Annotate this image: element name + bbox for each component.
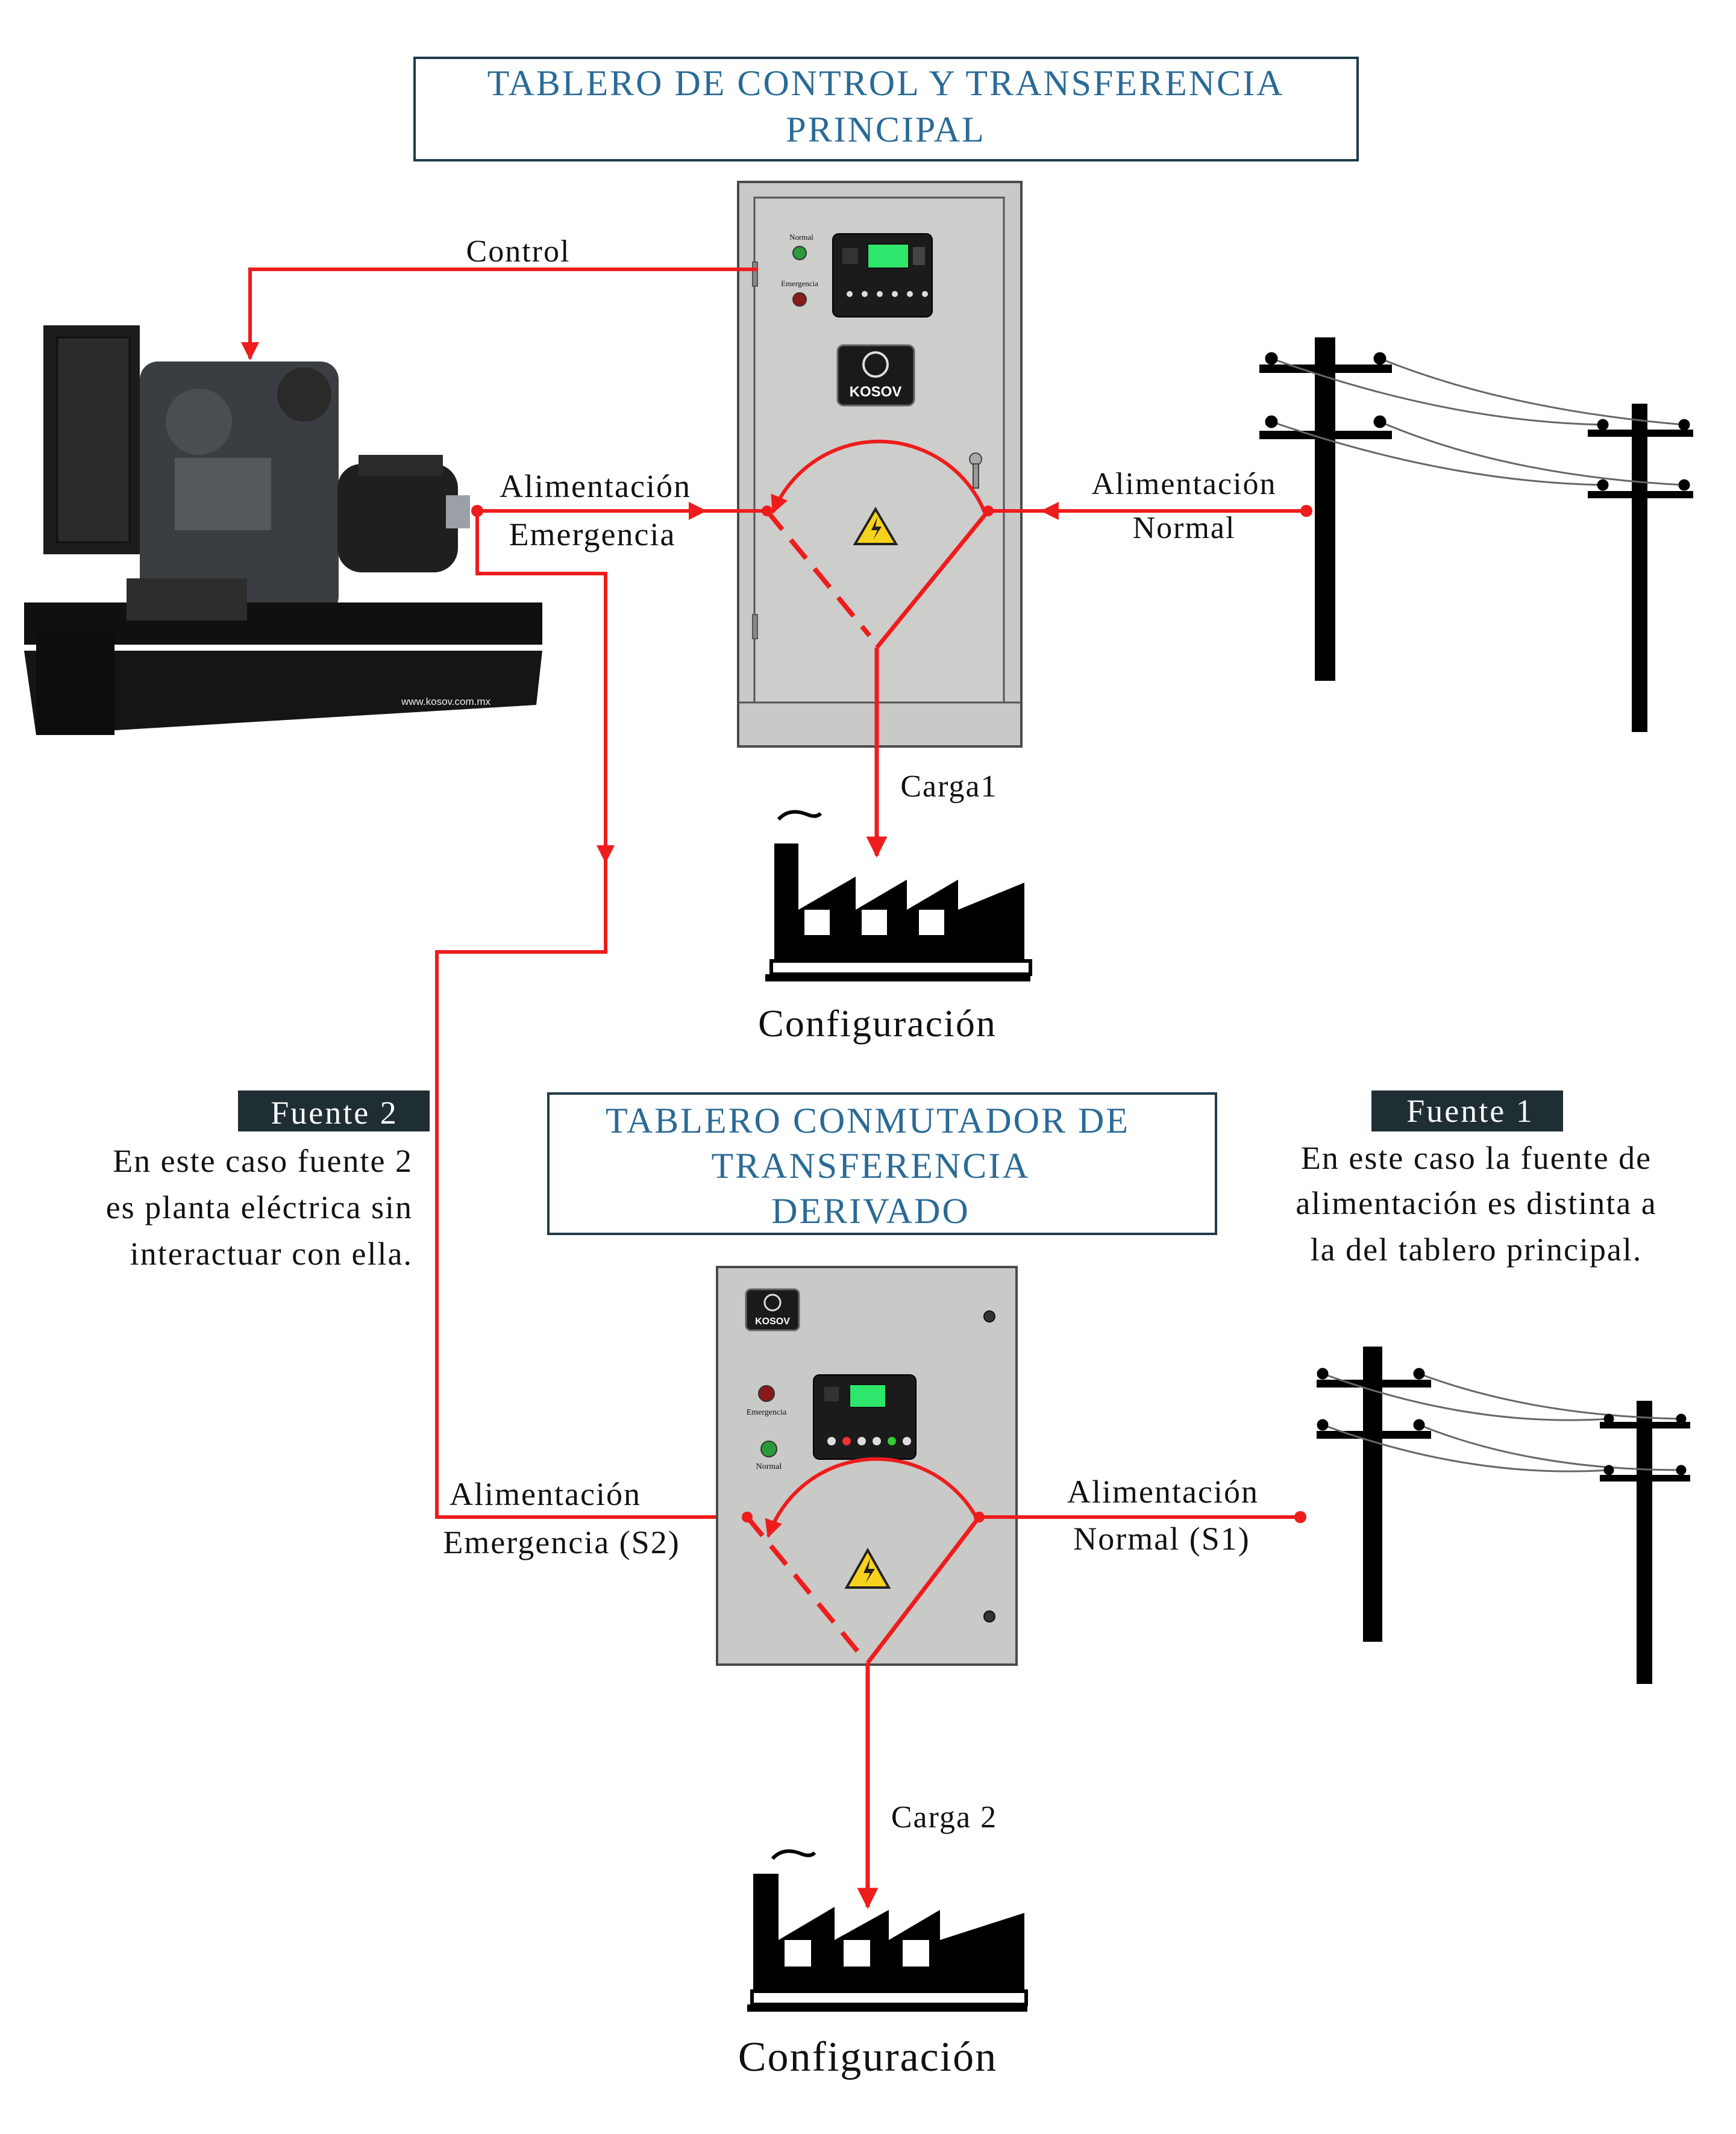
fuente2-line2: es planta eléctrica sin <box>106 1189 413 1225</box>
fuente1-line2: alimentación es distinta a <box>1296 1185 1656 1221</box>
factory-icon-2 <box>747 1849 1028 2012</box>
fuente2-line1: En este caso fuente 2 <box>113 1143 413 1179</box>
fuente1-line1: En este caso la fuente de <box>1301 1140 1652 1176</box>
alim-emergencia-main-line1: Alimentación <box>500 468 691 504</box>
alim-normal-main-line1: Alimentación <box>1091 467 1276 501</box>
alim-normal-derived-line1: Alimentación <box>1067 1474 1259 1510</box>
utility-poles-derived <box>1317 1347 1690 1684</box>
derived-panel-title-line2: TRANSFERENCIA <box>711 1146 1030 1186</box>
kosov-logo: KOSOV <box>836 344 915 407</box>
fuente2-badge: Fuente 2 <box>271 1095 398 1131</box>
configuracion-label-1: Configuración <box>758 1002 997 1045</box>
control-label: Control <box>466 234 571 269</box>
derived-switch-wiring <box>742 1457 1306 1909</box>
main-switch-wiring <box>762 439 994 858</box>
generator-to-derived-line <box>435 511 747 1519</box>
fuente2-note: Fuente 2 En este caso fuente 2 es planta… <box>106 1090 430 1272</box>
fuente2-line3: interactuar con ella. <box>130 1236 413 1272</box>
derived-panel-title-line1: TABLERO CONMUTADOR DE <box>606 1101 1130 1141</box>
derived-panel-title-line3: DERIVADO <box>771 1191 970 1231</box>
indicator-normal-label-derived: Normal <box>756 1462 782 1471</box>
fuente1-line3: la del tablero principal. <box>1311 1231 1643 1268</box>
controller-lcd <box>867 243 909 269</box>
alim-emergencia-main-line2: Emergencia <box>509 516 676 552</box>
door-hinge <box>752 614 758 639</box>
kosov-logo-derived-text: KOSOV <box>755 1316 790 1327</box>
indicator-emergencia-label: Emergencia <box>781 279 818 288</box>
controller-buttons <box>842 248 858 264</box>
emergency-feed-main: Alimentación Emergencia <box>471 468 767 552</box>
door-handle <box>969 452 982 489</box>
configuracion-label-2: Configuración <box>738 2034 997 2080</box>
main-transfer-panel: Normal Emergencia KOSOV <box>737 181 1023 748</box>
main-panel-title-box: TABLERO DE CONTROL Y TRANSFERENCIA PRINC… <box>413 57 1359 161</box>
alim-emergencia-derived-line1: Alimentación <box>450 1476 641 1512</box>
derived-panel-title-box: TABLERO CONMUTADOR DE TRANSFERENCIA DERI… <box>547 1092 1217 1235</box>
controller-keypad <box>913 247 925 265</box>
controller-module-derived <box>813 1374 917 1460</box>
generator-website: www.kosov.com.mx <box>401 696 490 707</box>
generator-set: www.kosov.com.mx <box>24 325 542 735</box>
carga2-label: Carga 2 <box>891 1800 997 1835</box>
control-line: Control <box>241 234 758 360</box>
alim-normal-main-line2: Normal <box>1133 511 1236 545</box>
alim-normal-derived-line2: Normal (S1) <box>1073 1521 1250 1557</box>
panel-screw <box>983 1310 995 1322</box>
controller-module <box>832 233 933 318</box>
indicator-normal-light-derived <box>760 1441 777 1457</box>
main-panel-title-line1: TABLERO DE CONTROL Y TRANSFERENCIA <box>487 63 1285 103</box>
fuente1-badge: Fuente 1 <box>1406 1093 1534 1129</box>
carga1-label: Carga1 <box>900 769 997 804</box>
fuente1-note: Fuente 1 En este caso la fuente de alime… <box>1296 1090 1656 1268</box>
high-voltage-warning-icon-derived <box>844 1547 891 1589</box>
utility-poles-main <box>1259 337 1693 732</box>
indicator-emergencia-light <box>792 292 807 307</box>
alim-emergencia-derived-line2: Emergencia (S2) <box>443 1524 680 1560</box>
derived-transfer-panel: KOSOV Emergencia Normal <box>716 1266 1018 1666</box>
indicator-emergencia-light-derived <box>758 1385 775 1402</box>
indicator-normal-light <box>792 246 807 260</box>
high-voltage-warning-icon <box>853 507 898 545</box>
indicator-emergencia-label-derived: Emergencia <box>747 1408 787 1417</box>
kosov-logo-text: KOSOV <box>850 384 902 400</box>
main-panel-title-line2: PRINCIPAL <box>786 110 986 149</box>
normal-feed-main: Alimentación Normal <box>988 467 1312 545</box>
indicator-normal-label: Normal <box>789 233 813 242</box>
factory-icon-1 <box>765 810 1032 981</box>
door-hinge <box>752 261 758 287</box>
kosov-logo-derived: KOSOV <box>745 1288 800 1331</box>
panel-screw <box>983 1610 995 1622</box>
